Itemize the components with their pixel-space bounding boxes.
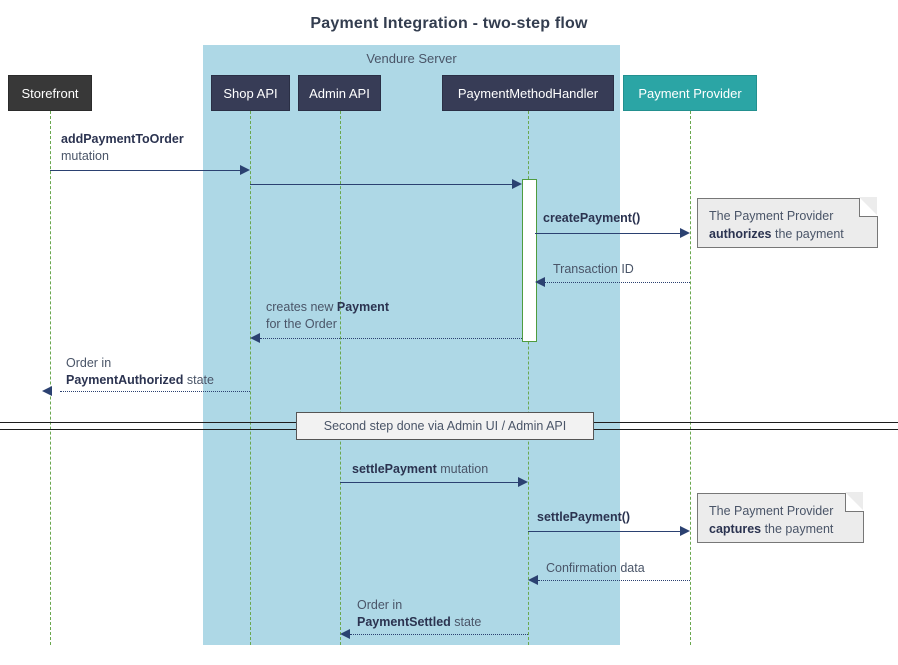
arrowhead-transaction-id bbox=[535, 277, 545, 287]
participant-label-shop-api: Shop API bbox=[223, 85, 278, 101]
arrowhead-settle-payment-call bbox=[680, 526, 690, 536]
message-arrow-add-payment-to-order bbox=[50, 170, 240, 171]
message-label-settle-payment-bold: settlePayment bbox=[352, 462, 437, 476]
message-label-creates-new-payment: creates new Payment for the Order bbox=[266, 299, 389, 333]
message-arrow-order-payment-authorized bbox=[60, 391, 250, 392]
message-label-order-payment-authorized: Order in PaymentAuthorized state bbox=[66, 355, 214, 389]
message-label-payment-settled-bold: PaymentSettled bbox=[357, 615, 451, 629]
message-label-confirmation-data: Confirmation data bbox=[546, 560, 645, 577]
note-fold-corner-icon bbox=[859, 197, 878, 217]
message-label-create-payment-text: createPayment() bbox=[543, 211, 641, 225]
activation-bar-payment-method-handler bbox=[522, 179, 537, 342]
message-label-line1: addPaymentToOrder bbox=[61, 132, 184, 146]
message-arrow-order-payment-settled bbox=[350, 634, 528, 635]
message-label-for-the-order: for the Order bbox=[266, 317, 337, 331]
message-arrow-creates-new-payment bbox=[260, 338, 522, 339]
message-label-create-payment: createPayment() bbox=[543, 210, 640, 227]
note2-line1: The Payment Provider bbox=[709, 504, 834, 518]
arrowhead-order-payment-authorized bbox=[42, 386, 52, 396]
group-box-label: Vendure Server bbox=[366, 51, 457, 66]
arrowhead-confirmation-data bbox=[528, 575, 538, 585]
divider-label-box: Second step done via Admin UI / Admin AP… bbox=[296, 412, 594, 440]
lifeline-shop-api bbox=[250, 111, 251, 645]
message-label-order-in-1: Order in bbox=[66, 356, 112, 370]
participant-label-payment-provider: Payment Provider bbox=[638, 85, 742, 101]
note2-line2-suffix: the payment bbox=[761, 522, 834, 536]
arrowhead-creates-new-payment bbox=[250, 333, 260, 343]
lifeline-payment-method-handler bbox=[528, 111, 529, 645]
arrowhead-settle-payment-mutation bbox=[518, 477, 528, 487]
message-label-transaction-id: Transaction ID bbox=[553, 261, 634, 278]
arrowhead-shop-to-handler bbox=[512, 179, 522, 189]
message-arrow-create-payment bbox=[535, 233, 680, 234]
message-label-order-in-2: Order in bbox=[357, 598, 403, 612]
message-arrow-settle-payment-call bbox=[528, 531, 680, 532]
participant-label-admin-api: Admin API bbox=[309, 85, 370, 101]
message-label-confirmation-data-text: Confirmation data bbox=[546, 561, 645, 575]
message-label-order-payment-settled: Order in PaymentSettled state bbox=[357, 597, 481, 631]
participant-payment-provider[interactable]: Payment Provider bbox=[623, 75, 757, 111]
arrowhead-add-payment-to-order bbox=[240, 165, 250, 175]
message-arrow-transaction-id bbox=[545, 282, 690, 283]
lifeline-payment-provider bbox=[690, 111, 691, 645]
arrowhead-create-payment bbox=[680, 228, 690, 238]
note-captures-payment: The Payment Provider captures the paymen… bbox=[697, 492, 864, 543]
lifeline-storefront bbox=[50, 111, 51, 645]
participant-shop-api[interactable]: Shop API bbox=[211, 75, 290, 111]
message-label-state-suffix-1: state bbox=[183, 373, 214, 387]
message-label-payment-authorized-bold: PaymentAuthorized bbox=[66, 373, 184, 387]
group-box-vendure-server bbox=[203, 45, 620, 645]
message-label-settle-payment-call-text: settlePayment() bbox=[537, 510, 631, 524]
note-line1: The Payment Provider bbox=[709, 209, 834, 223]
participant-storefront[interactable]: Storefront bbox=[8, 75, 92, 111]
note-fold-corner-icon-2 bbox=[845, 492, 864, 512]
message-arrow-shop-to-handler bbox=[250, 184, 512, 185]
note-authorizes-payment: The Payment Provider authorizes the paym… bbox=[697, 197, 878, 248]
message-label-state-suffix-2: state bbox=[450, 615, 482, 629]
message-arrow-confirmation-data bbox=[538, 580, 690, 581]
message-label-mutation-suffix: mutation bbox=[436, 462, 489, 476]
divider-label-text: Second step done via Admin UI / Admin AP… bbox=[323, 419, 567, 433]
diagram-title: Payment Integration - two-step flow bbox=[310, 15, 588, 32]
message-arrow-settle-payment-mutation bbox=[340, 482, 518, 483]
participant-label-storefront: Storefront bbox=[21, 85, 79, 101]
message-label-settle-payment-mutation: settlePayment mutation bbox=[352, 461, 488, 478]
note2-bold-word: captures bbox=[709, 522, 762, 536]
note-bold-word: authorizes bbox=[709, 227, 772, 241]
participant-label-payment-method-handler: PaymentMethodHandler bbox=[457, 85, 599, 101]
message-label-add-payment-to-order: addPaymentToOrder mutation bbox=[61, 131, 184, 165]
message-label-line2: mutation bbox=[61, 149, 109, 163]
message-label-payment-bold: Payment bbox=[336, 300, 389, 314]
lifeline-admin-api bbox=[340, 111, 341, 645]
arrowhead-order-payment-settled bbox=[340, 629, 350, 639]
participant-admin-api[interactable]: Admin API bbox=[298, 75, 381, 111]
message-label-settle-payment-call: settlePayment() bbox=[537, 509, 630, 526]
message-label-creates-prefix: creates new bbox=[266, 300, 337, 314]
message-label-transaction-id-text: Transaction ID bbox=[553, 262, 634, 276]
note-line2-suffix: the payment bbox=[771, 227, 844, 241]
participant-payment-method-handler[interactable]: PaymentMethodHandler bbox=[442, 75, 614, 111]
